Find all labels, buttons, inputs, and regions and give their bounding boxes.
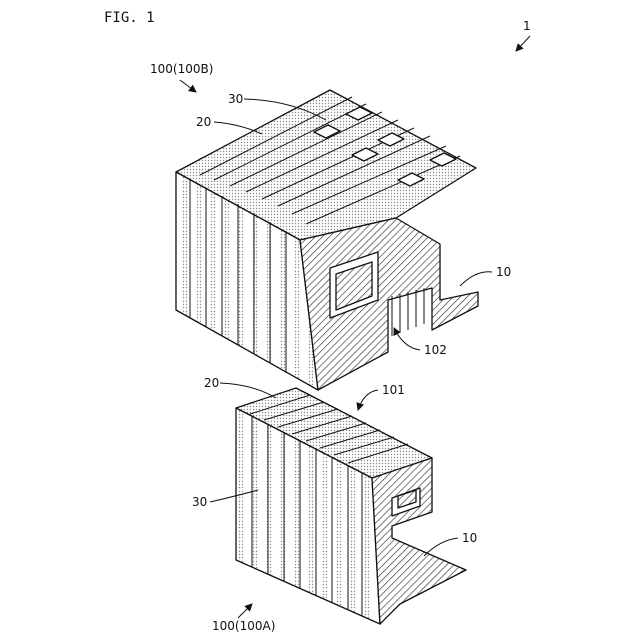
- assembly-callout: 1: [516, 19, 531, 51]
- label-lower-coil: 30: [192, 495, 207, 509]
- upper-core-end: [300, 218, 478, 390]
- upper-base-leader: [460, 272, 492, 286]
- lower-base-leader: [424, 538, 458, 556]
- label-lower-base: 10: [462, 531, 477, 545]
- label-assembly: 1: [523, 19, 531, 33]
- lower-core-end: [372, 458, 466, 624]
- upper-block-arrow: [180, 80, 196, 92]
- label-lower-gap: 101: [382, 383, 405, 397]
- label-upper-block: 100(100B): [150, 62, 213, 76]
- label-upper-gap: 102: [424, 343, 447, 357]
- figure-title: FIG. 1: [104, 10, 155, 26]
- lower-gap-arrow: [358, 390, 378, 410]
- upper-block: 100(100B) 30 20 10 102: [150, 62, 511, 390]
- label-upper-coil: 30: [228, 92, 243, 106]
- assembly-arrow: [516, 36, 530, 51]
- label-upper-base: 10: [496, 265, 511, 279]
- label-upper-plate: 20: [196, 115, 211, 129]
- lower-block: 20 101 30 10 100(100A): [192, 376, 477, 633]
- lower-block-arrow: [238, 604, 252, 618]
- label-lower-block: 100(100A): [212, 619, 275, 633]
- label-lower-plate: 20: [204, 376, 219, 390]
- lower-plate-leader: [220, 383, 276, 398]
- upper-gap-arrow: [394, 328, 420, 350]
